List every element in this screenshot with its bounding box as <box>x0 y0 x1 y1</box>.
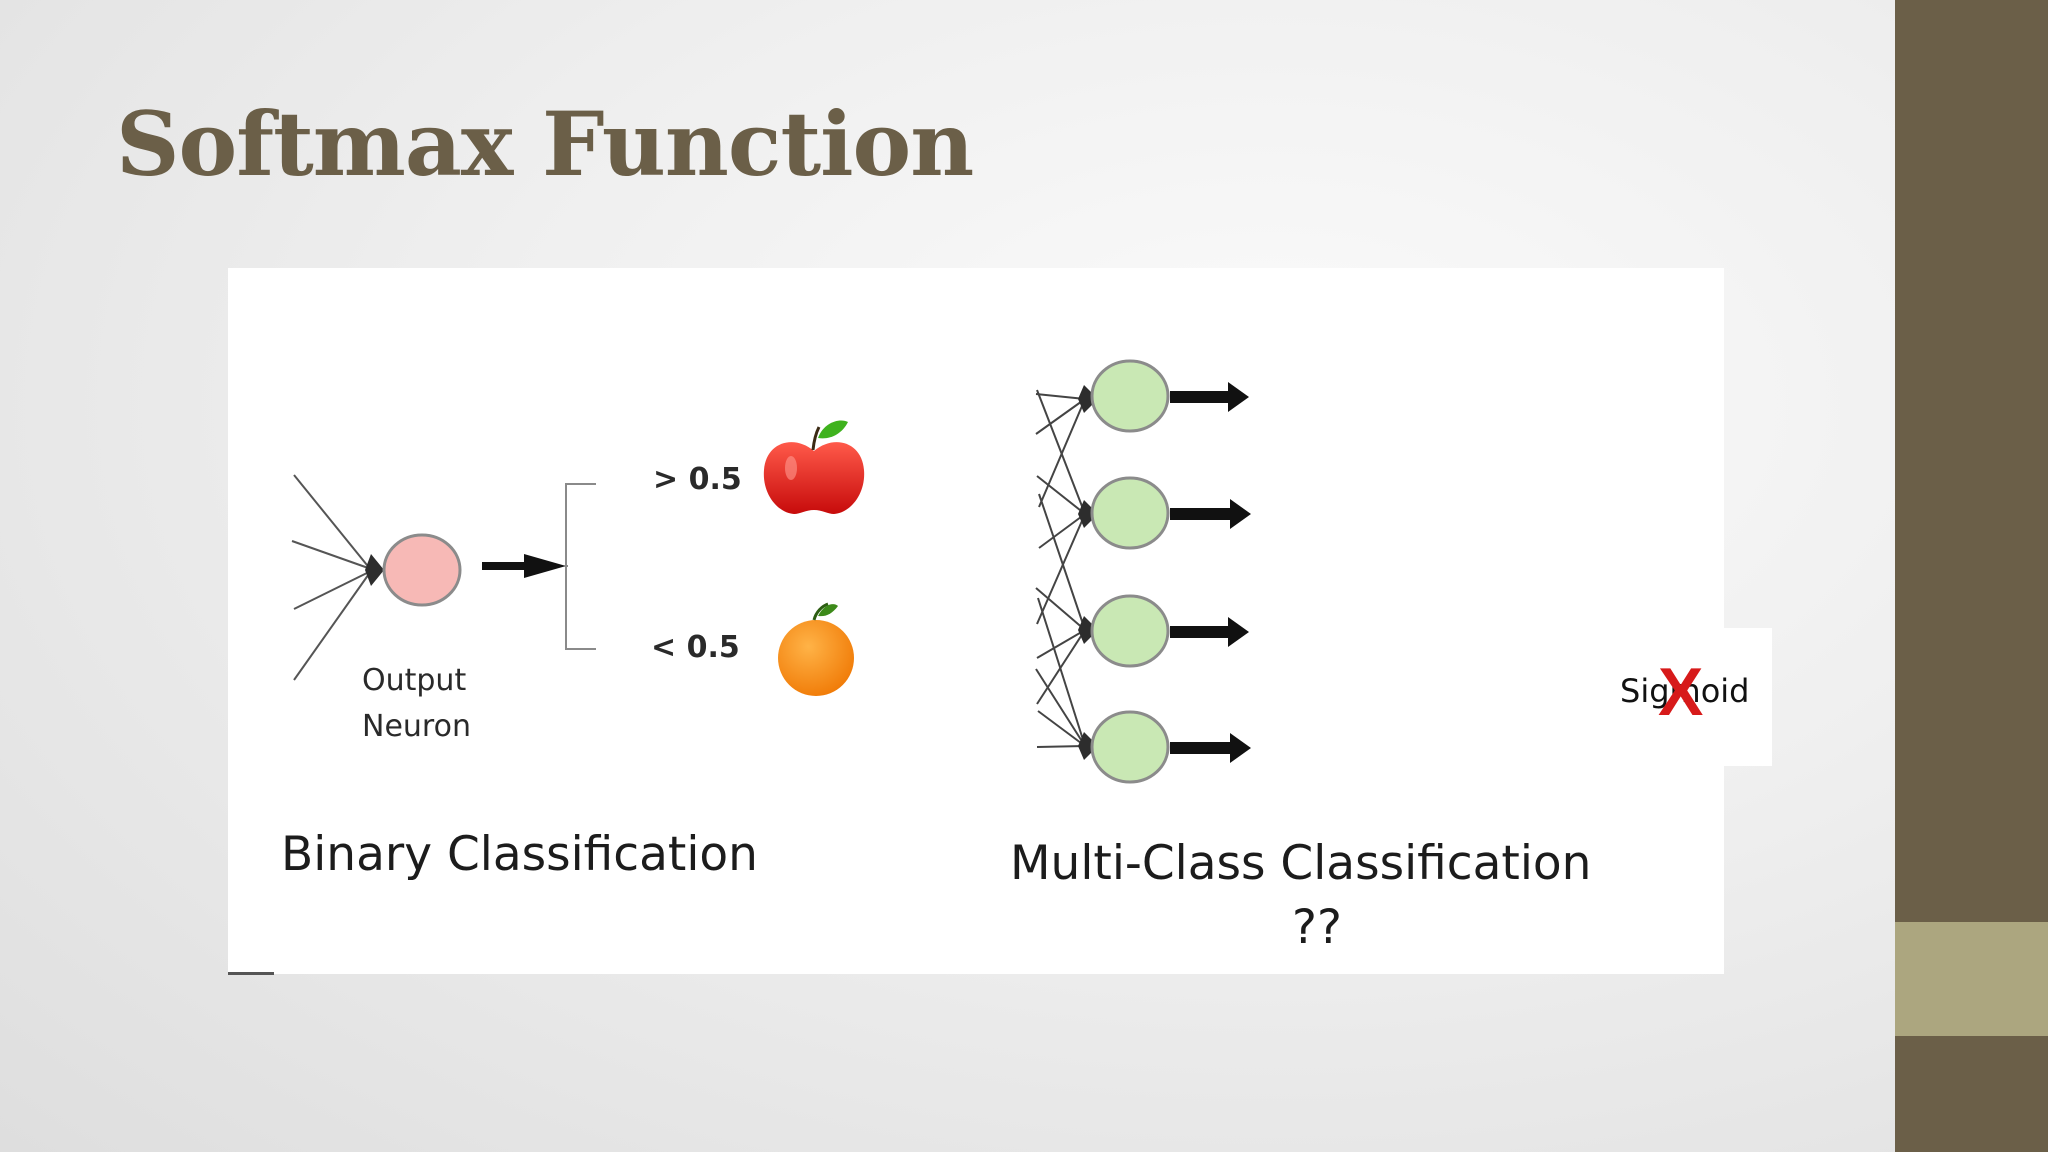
sidebar-accent <box>1895 922 2048 1036</box>
output-neuron-label-line1: Output <box>362 663 467 698</box>
multiclass-input-lines <box>1035 389 1086 748</box>
diagram-panel <box>228 268 1724 974</box>
classification-diagram <box>291 359 1251 784</box>
multiclass-neuron-4 <box>1078 710 1251 784</box>
binary-caption: Binary Classification <box>281 827 758 882</box>
sigmoid-cross-icon: X <box>1658 654 1704 730</box>
binary-neuron-knob <box>365 554 384 586</box>
threshold-bracket <box>565 483 596 650</box>
output-neuron-label: Output Neuron <box>362 658 471 750</box>
diagram-panel-tab <box>1720 628 1772 766</box>
sigmoid-text: Sigmoid <box>1620 672 1750 710</box>
slide-title: Softmax Function <box>116 92 974 196</box>
binary-output-arrow <box>482 554 566 578</box>
apple-icon <box>763 420 865 514</box>
multiclass-caption: Multi-Class Classification <box>1010 836 1592 891</box>
multiclass-neuron-3 <box>1078 594 1249 668</box>
output-neuron <box>382 533 462 607</box>
multiclass-neuron-1 <box>1078 359 1249 433</box>
multiclass-question: ?? <box>1292 900 1342 955</box>
multiclass-neuron-2 <box>1078 476 1251 550</box>
orange-icon <box>778 602 854 696</box>
threshold-low-label: < 0.5 <box>651 630 740 665</box>
threshold-high-label: > 0.5 <box>653 462 742 497</box>
output-neuron-label-line2: Neuron <box>362 709 471 744</box>
binary-input-lines <box>291 474 372 681</box>
sigmoid-note: Sigmoid X <box>1620 658 1750 726</box>
panel-corner-mark <box>228 972 274 975</box>
